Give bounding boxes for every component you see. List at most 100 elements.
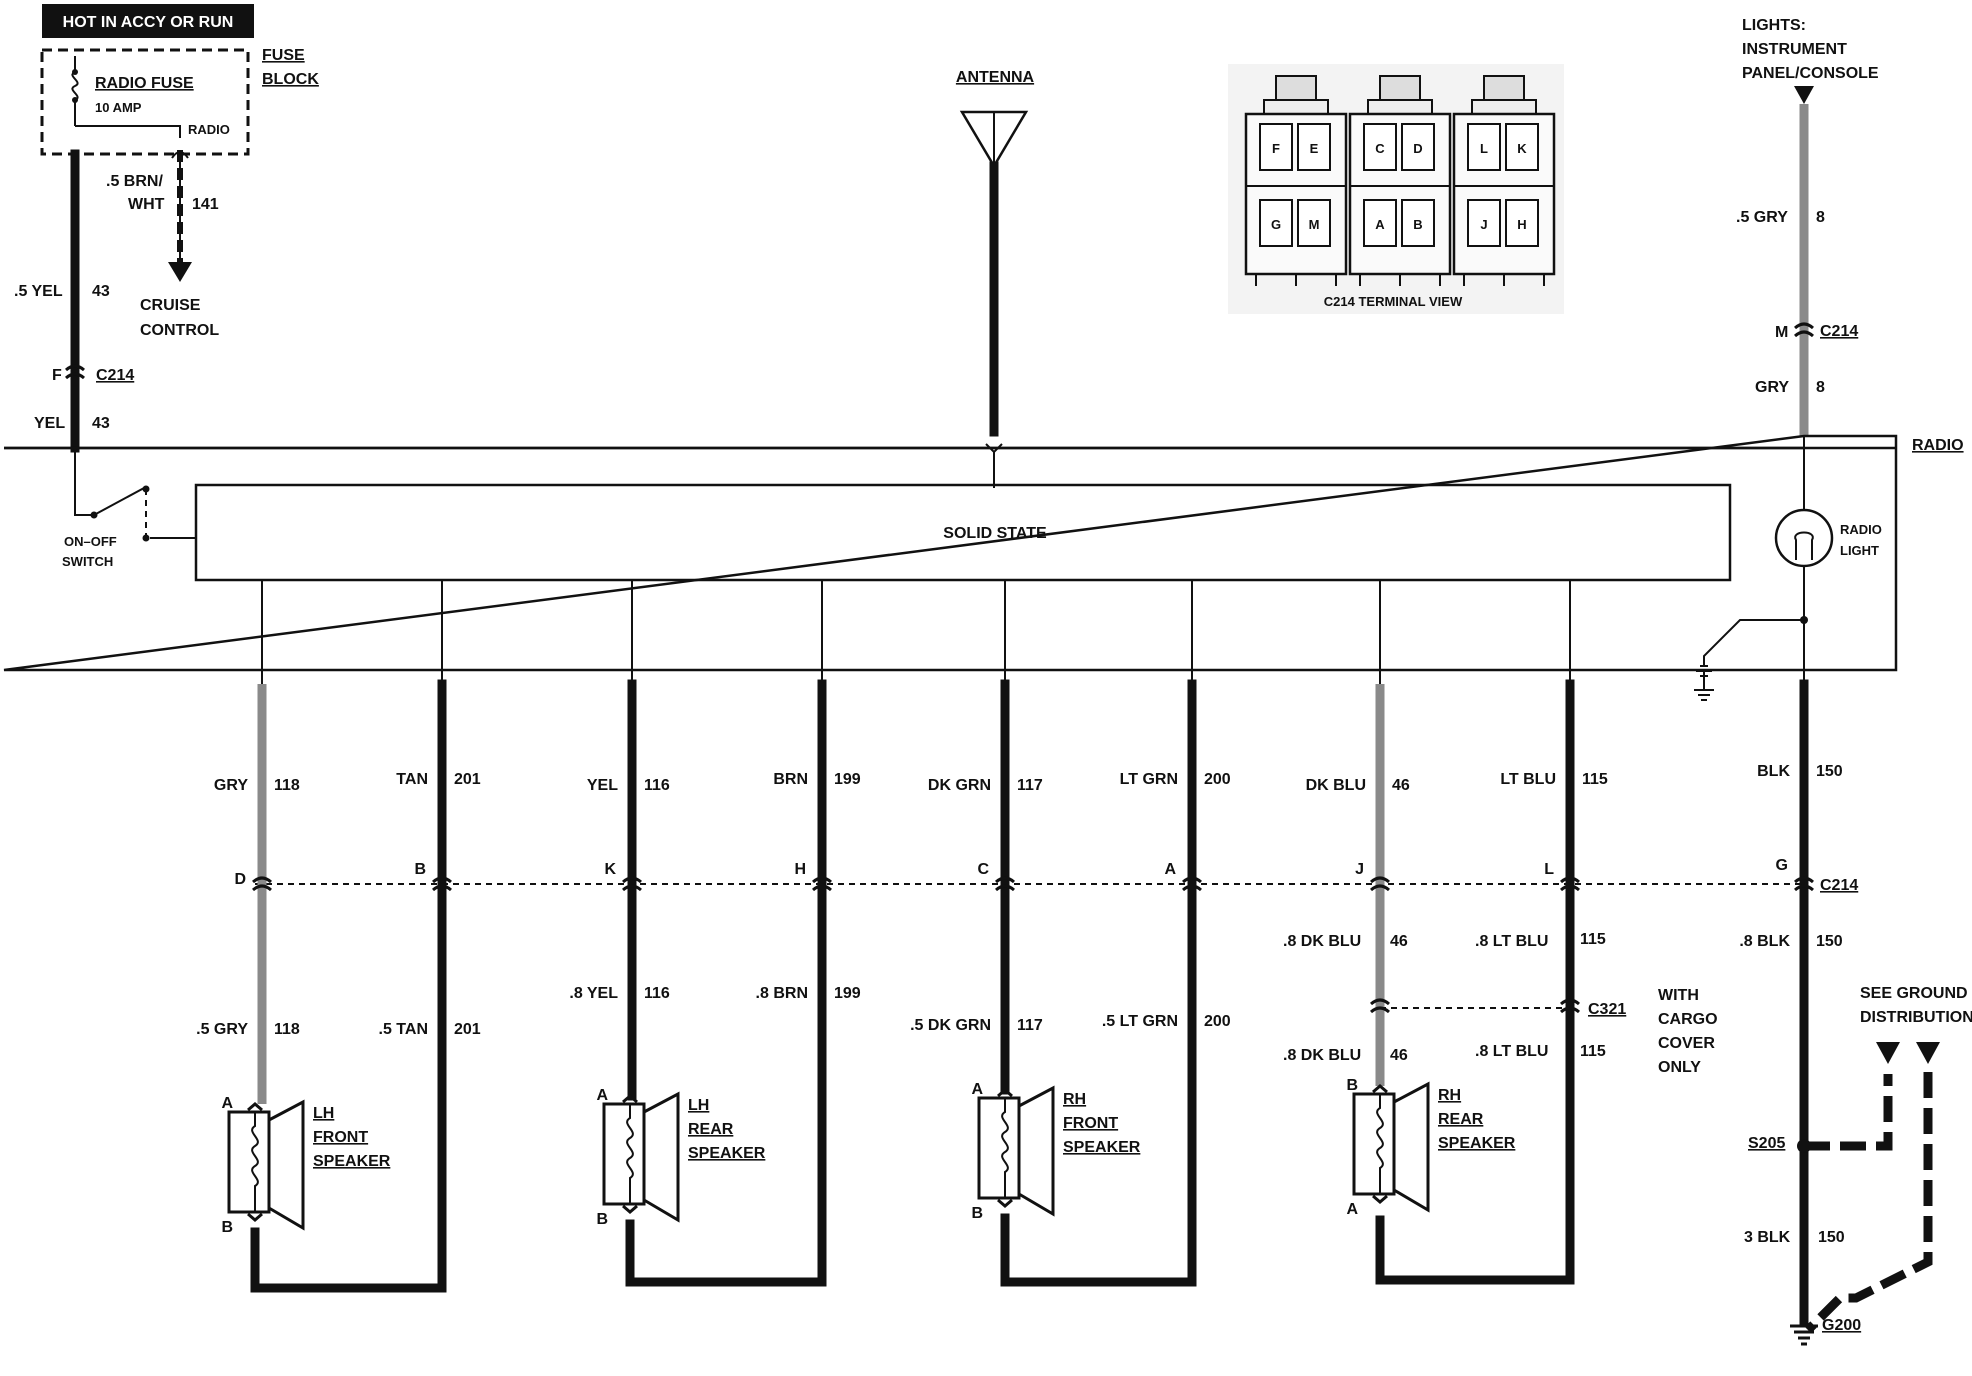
wire-circuit-label: 150 [1816, 763, 1843, 780]
cruise-gauge-1: .5 BRN/ [106, 173, 163, 190]
radio-fuse-rating: 10 AMP [95, 100, 142, 115]
speaker-cone-icon [1018, 1085, 1055, 1217]
radio-light-label-2: LIGHT [1840, 543, 1879, 558]
wire-low-color-label: .5 TAN [379, 1021, 428, 1038]
radio-fuse-symbol [71, 56, 79, 126]
terminal-pin-label: H [1517, 217, 1526, 232]
cruise-gauge-2: WHT [128, 196, 165, 213]
wire-circuit-label: 116 [644, 777, 670, 794]
c321-lt-bot-circuit: 115 [1580, 1043, 1606, 1060]
cruise-circuit: 141 [192, 196, 219, 213]
terminal-view-title: C214 TERMINAL VIEW [1324, 294, 1463, 309]
speaker-label-line: RH [1438, 1087, 1461, 1104]
speaker-cone-icon [268, 1099, 305, 1231]
lights-bot-color: GRY [1755, 379, 1789, 396]
wire-circuit-label: 118 [274, 777, 300, 794]
ground-wire-color: 3 BLK [1744, 1229, 1791, 1246]
speaker-bottom-pin: B [971, 1205, 983, 1222]
switch-wire [74, 448, 92, 516]
speaker-label-line: LH [688, 1097, 709, 1114]
lh-front-return-loop [250, 679, 447, 1293]
antenna-section: ANTENNA [956, 69, 1035, 488]
feed-bot-circuit: 43 [92, 415, 110, 432]
wire-color-label: LT BLU [1500, 771, 1556, 788]
wire-low-color-label: .8 YEL [569, 985, 618, 1002]
wire-low-color-label: .5 LT GRN [1102, 1013, 1178, 1030]
c321-lt-bot-color: .8 LT BLU [1475, 1043, 1548, 1060]
terminal-pin-label: L [1480, 141, 1488, 156]
wire-low-circuit-label: 201 [454, 1021, 481, 1038]
wire-low-circuit-label: 199 [834, 985, 861, 1002]
feed-bot-color: YEL [34, 415, 65, 432]
lights-conn-pin: M [1775, 324, 1788, 341]
speaker-bottom-pin: B [221, 1219, 233, 1236]
see-ground-1: SEE GROUND [1860, 985, 1968, 1002]
terminal-pin-label: G [1271, 217, 1281, 232]
cruise-dest-1: CRUISE [140, 297, 201, 314]
g200-label: G200 [1822, 1317, 1861, 1334]
wire-low-circuit-label: 200 [1204, 1013, 1231, 1030]
speaker-label-line: SPEAKER [1063, 1139, 1141, 1156]
antenna-label: ANTENNA [956, 69, 1035, 86]
c214-connector-mark [1794, 876, 1814, 892]
wire-low-color-label: .5 DK GRN [910, 1017, 991, 1034]
hot-in-accy-banner [42, 4, 254, 38]
wire-color-label: TAN [396, 771, 428, 788]
speaker-top-pin: A [971, 1081, 983, 1098]
lights-section: LIGHTS: INSTRUMENT PANEL/CONSOLE .5 GRY … [1736, 17, 1879, 436]
c321-lt-top-color: .8 LT BLU [1475, 933, 1548, 950]
speaker-label-line: SPEAKER [313, 1153, 391, 1170]
fuse-radio-tap-label: RADIO [188, 122, 230, 137]
wire-color-label: BRN [773, 771, 808, 788]
radio-light-bulb [1774, 508, 1834, 568]
wire-low-circuit-label: 117 [1017, 1017, 1043, 1034]
ground-branch-2 [1804, 1072, 1933, 1334]
speaker-top-pin: A [221, 1095, 233, 1112]
rh-front-return-loop [1000, 679, 1197, 1287]
c321-label: C321 [1588, 1001, 1626, 1018]
switch-label-1: ON–OFF [64, 534, 117, 549]
g200-ground-icon [1790, 1324, 1818, 1346]
speaker-coil [1001, 1098, 1009, 1198]
radio-unit: RADIO SOLID STATE ON–OFF SWITCH RADIO LI… [3, 434, 1964, 701]
wire-circuit-label: 201 [454, 771, 481, 788]
speaker-coil [1376, 1094, 1384, 1194]
radio-label: RADIO [1912, 437, 1964, 454]
ground-wire-circuit: 150 [1818, 1229, 1845, 1246]
speaker-label-line: FRONT [1063, 1115, 1118, 1132]
feed-conn-pin: F [52, 367, 62, 384]
hot-in-accy-text: HOT IN ACCY OR RUN [63, 14, 234, 31]
wire-low-color-label: .5 GRY [196, 1021, 248, 1038]
terminal-pin-label: F [1272, 141, 1280, 156]
ground-section: S205 SEE GROUND DISTRIBUTION 3 BLK 150 G… [1744, 913, 1972, 1346]
c214-pin-label: C [977, 861, 989, 878]
ground-branch-1 [1804, 1074, 1893, 1151]
wire-color-label: BLK [1757, 763, 1790, 780]
wire-circuit-label: 115 [1582, 771, 1608, 788]
wire-low-circuit-label: 150 [1816, 933, 1843, 950]
cargo-note-3: COVER [1658, 1035, 1715, 1052]
cruise-dest-2: CONTROL [140, 322, 219, 339]
c214-bottom-label: C214 [1820, 877, 1858, 894]
terminal-pin-label: J [1480, 217, 1487, 232]
c214-connector-mark [252, 876, 272, 892]
terminal-pin-label: A [1375, 217, 1385, 232]
lights-arrow [1794, 86, 1814, 104]
c321-dk-top-circuit: 46 [1390, 933, 1408, 950]
speaker-label-line: REAR [688, 1121, 734, 1138]
feed-top-circuit: 43 [92, 283, 110, 300]
c321-dk-bot-color: .8 DK BLU [1283, 1047, 1361, 1064]
lights-line-2: INSTRUMENT [1742, 41, 1847, 58]
speaker-label-line: FRONT [313, 1129, 368, 1146]
rh-rear-return-loop [1375, 679, 1575, 1285]
c214-feed-connector [65, 364, 85, 380]
terminal-pin-label: E [1310, 141, 1319, 156]
speaker-coil [626, 1104, 634, 1204]
c214-pin-label: A [1164, 861, 1176, 878]
c214-connector-mark [622, 876, 642, 892]
switch-label-2: SWITCH [62, 554, 113, 569]
